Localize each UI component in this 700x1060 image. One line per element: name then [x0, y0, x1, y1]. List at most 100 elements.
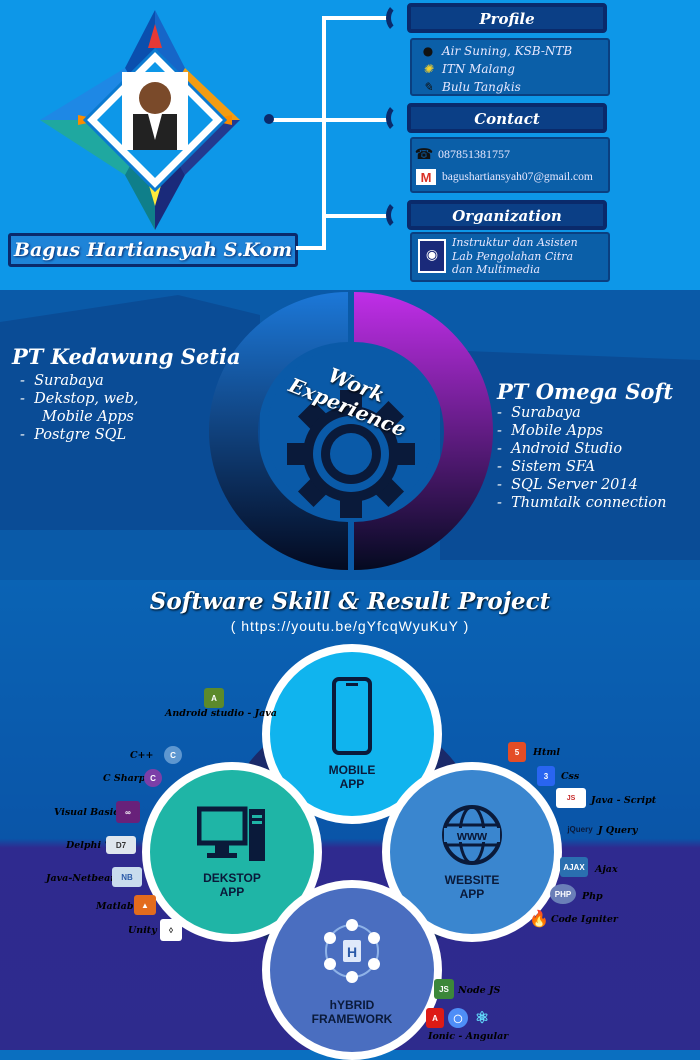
visual-studio-icon: ∞ [116, 801, 140, 823]
left-company-item-cont: Mobile Apps [42, 409, 134, 425]
desktop-app-label-2: APP [219, 885, 245, 899]
unity-icon: ◊ [160, 919, 182, 941]
organization-role: Instruktur dan Asisten [452, 236, 578, 249]
left-company-item: Dekstop, web, [20, 390, 138, 408]
profile-box: ● Air Suning, KSB-NTB ✺ ITN Malang ✎ Bulu T… [410, 38, 610, 96]
desktop-app-label: DEKSTOP [203, 871, 261, 885]
csharp-icon: C [144, 769, 162, 787]
profile-section-title: Profile [407, 3, 607, 33]
tech-jquery: J Query [598, 825, 638, 836]
www-globe-icon: www [442, 805, 502, 865]
gmail-icon: M [416, 169, 436, 185]
ajax-icon: AJAX [560, 857, 588, 877]
php-icon: PHP [550, 884, 576, 904]
profile-emblem [40, 10, 240, 230]
smartphone-icon [332, 677, 372, 755]
organization-section-title: Organization [407, 200, 607, 230]
cpp-icon: C [164, 746, 182, 764]
tech-ionic-angular: Ionic - Angular [428, 1031, 509, 1042]
react-icon: ⚛ [474, 1010, 490, 1027]
left-company-item: Postgre SQL [20, 426, 139, 444]
organization-tab-crescent [386, 200, 412, 230]
delphi-icon: D7 [106, 836, 136, 854]
tech-nodejs: Node JS [458, 985, 501, 996]
svg-text:www: www [456, 828, 488, 843]
javascript-icon: JS [556, 788, 586, 808]
hybrid-framework-icon: H [324, 919, 380, 983]
tech-java-netbeans: Java-Netbeans [46, 873, 123, 884]
left-company-item: Mobile Apps [20, 408, 139, 426]
angular-icon: A [426, 1008, 444, 1028]
connector-line [322, 16, 326, 250]
work-experience-section: Work Experience PT Kedawung Setia Suraba… [0, 290, 700, 580]
connector-line [322, 214, 388, 218]
hybrid-framework-label: hYBRID [329, 998, 375, 1012]
tech-css: Css [561, 771, 580, 782]
connector-line [322, 16, 388, 20]
netbeans-icon: NB [112, 867, 142, 887]
right-company-item: Sistem SFA [497, 458, 667, 476]
contact-tab-crescent [386, 103, 412, 133]
right-company-name: PT Omega Soft [497, 379, 674, 404]
right-company-item: Surabaya [497, 404, 667, 422]
tech-javascript: Java - Script [591, 795, 657, 806]
matlab-icon: ▲ [134, 895, 156, 915]
profile-tab-crescent [386, 3, 412, 33]
gear-icon [287, 390, 415, 518]
profile-header: Bagus Hartiansyah S.Kom Profile ●Air Sun… [0, 0, 700, 290]
skills-title: Software Skill & Result Project [149, 588, 551, 615]
tech-php: Php [582, 891, 603, 902]
android-studio-icon: A [204, 688, 224, 708]
profile-row: ✺ ITN Malang [420, 60, 600, 78]
lab-logo-icon: ◉ [418, 239, 446, 273]
profile-hobby: Bulu Tangkis [442, 80, 521, 94]
university-logo-icon: ✺ [422, 62, 434, 76]
organization-lab: Lab Pengolahan Citra [452, 249, 574, 263]
tech-csharp: C Sharp [103, 773, 146, 784]
profile-row: ✎ Bulu Tangkis [420, 78, 600, 96]
website-app-label: WEBSITE [444, 873, 500, 887]
right-company-item: Thumtalk connection [497, 494, 666, 512]
organization-lab-cont: dan Multimedia [452, 263, 541, 276]
badminton-icon: ✎ [422, 80, 434, 94]
desktop-computer-icon [197, 806, 265, 861]
right-company-details: Surabaya Mobile Apps Android Studio Sist… [497, 404, 667, 512]
tech-android-studio: Android studio - Java [165, 708, 277, 719]
left-company-item: Surabaya [20, 372, 139, 390]
organization-box: ◉ Instruktur dan Asisten Lab Pengolahan … [410, 232, 610, 282]
project-video-link[interactable]: ( https://youtu.be/gYfcqWyuKuY ) [230, 618, 470, 634]
tech-delphi: Delphi 7 [66, 840, 111, 851]
contact-phone: 087851381757 [438, 146, 510, 161]
right-company-item: SQL Server 2014 [497, 476, 667, 494]
svg-text:H: H [347, 944, 357, 960]
tech-matlab: Matlab [96, 901, 134, 912]
left-company-details: Surabaya Dekstop, web, Mobile Apps Postg… [20, 372, 139, 444]
contact-row: ☎087851381757 [415, 143, 604, 165]
profile-university: ITN Malang [442, 62, 515, 76]
tech-html: Html [533, 747, 561, 758]
left-company-name: PT Kedawung Setia [12, 344, 241, 369]
location-pin-icon: ● [422, 44, 434, 58]
connector-line [270, 118, 388, 122]
profile-hometown: Air Suning, KSB-NTB [442, 44, 573, 58]
mobile-app-label: MOBILE [328, 763, 376, 777]
profile-row: ● Air Suning, KSB-NTB [420, 42, 600, 60]
tech-ajax: Ajax [595, 864, 618, 875]
tech-visual-basic: Visual Basic [54, 807, 120, 818]
tech-codeigniter: Code Igniter [551, 914, 618, 925]
tech-unity: Unity [128, 925, 157, 936]
connector-line [296, 246, 326, 250]
hybrid-framework-label-2: FRAMEWORK [311, 1012, 393, 1026]
skills-section: Software Skill & Result Project ( https:… [0, 580, 700, 1060]
html5-icon: 5 [508, 742, 526, 762]
connector-dot [264, 114, 274, 124]
nodejs-icon: JS [434, 979, 454, 999]
tech-cpp: C++ [130, 750, 154, 761]
contact-email: bagushartiansyah07@gmail.com [442, 171, 593, 183]
profile-photo [122, 72, 188, 150]
jquery-icon: jQuery [567, 824, 593, 834]
right-company-item: Mobile Apps [497, 422, 667, 440]
css3-icon: 3 [537, 766, 555, 786]
